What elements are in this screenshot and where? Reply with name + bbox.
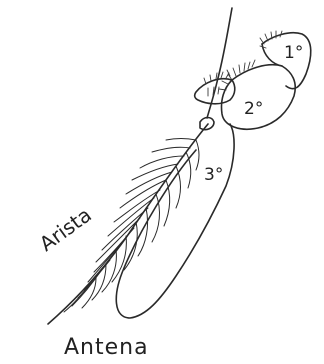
figure-caption: Antena [64,335,149,360]
segment-2-label: 2° [244,99,263,119]
arista-label: Arista [35,203,96,256]
arista-base [200,118,214,130]
segment-3-outline [116,124,234,318]
segment-3-label: 3° [204,165,223,185]
segment-2-hairs [219,60,255,90]
segment-1-hairs [260,31,282,48]
segment-1-label: 1° [284,43,303,63]
